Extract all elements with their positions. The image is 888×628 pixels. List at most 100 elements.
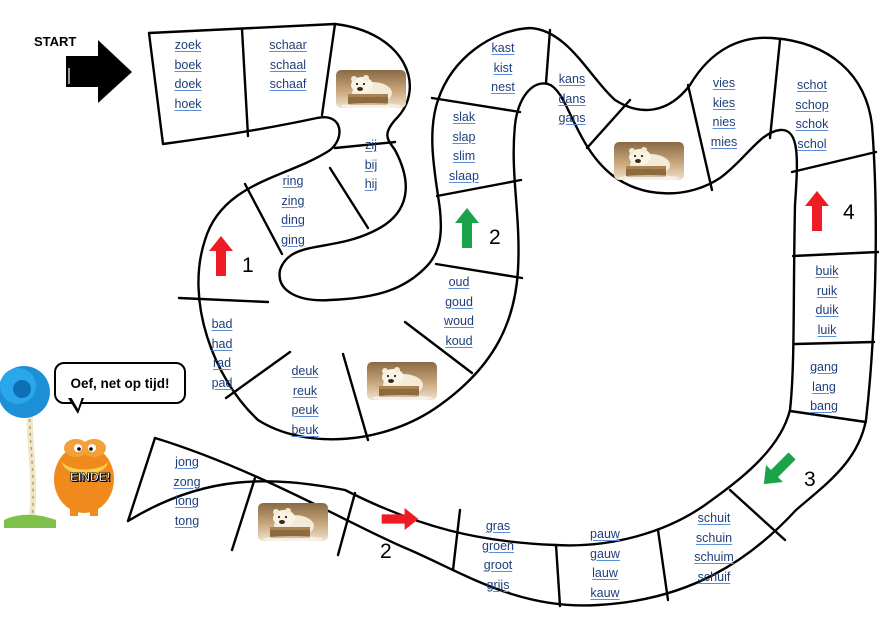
space-divider: [430, 96, 522, 114]
track-outline: [126, 22, 880, 608]
space-divider: [333, 140, 397, 150]
space-divider: [341, 352, 370, 442]
space-vies[interactable]: vies kies nies mies: [706, 74, 742, 152]
space-oud[interactable]: oud goud woud koud: [437, 273, 481, 351]
word: hij: [364, 177, 378, 191]
space-divider: [403, 320, 474, 375]
space-gras[interactable]: gras groen groot grijs: [476, 517, 520, 595]
space-ring[interactable]: ring zing ding ging: [275, 172, 311, 250]
word: luik: [817, 322, 837, 337]
track-inner-edge: [126, 82, 799, 547]
word: schuin: [695, 530, 733, 545]
space-kast[interactable]: kast kist nest: [485, 39, 521, 98]
speech-bubble-tail-inner: [71, 397, 82, 409]
lorax-character: [54, 439, 114, 516]
space-divider: [791, 250, 880, 258]
space-divider: [336, 491, 357, 557]
word: pad: [211, 375, 233, 390]
space-pauw[interactable]: pauw gauw lauw kauw: [584, 525, 626, 603]
word: hoek: [174, 96, 202, 111]
word: kans: [558, 72, 586, 86]
space-deuk[interactable]: deuk reuk peuk beuk: [284, 362, 326, 440]
word: schuit: [697, 511, 731, 525]
word: reuk: [292, 383, 318, 398]
word: bang: [810, 399, 838, 413]
start-label: START: [34, 34, 77, 49]
word: lauw: [592, 566, 618, 580]
space-divider: [793, 340, 876, 346]
word: nies: [712, 115, 736, 129]
word: groen: [482, 538, 514, 553]
word: schop: [795, 97, 829, 112]
space-slak[interactable]: slak slap slim slaap: [442, 108, 486, 186]
word: peuk: [291, 403, 319, 417]
word: tong: [174, 513, 200, 528]
word: deuk: [291, 364, 319, 378]
word: schot: [797, 78, 827, 92]
word: beuk: [291, 422, 319, 437]
red-arrow-up-icon: [805, 191, 829, 231]
word: buik: [815, 264, 839, 278]
space-kans[interactable]: kans dans gans: [554, 70, 590, 129]
word: zoek: [174, 38, 202, 52]
space-jong[interactable]: jong zong long tong: [168, 453, 206, 531]
space-divider: [768, 38, 782, 140]
word: schol: [797, 136, 827, 151]
space-gang[interactable]: gang lang bang: [804, 358, 844, 417]
word: zong: [173, 474, 201, 489]
truffula-tree-icon: [0, 366, 56, 528]
word: ging: [281, 232, 305, 247]
word: kist: [493, 60, 513, 75]
space-divider: [435, 178, 523, 198]
space-bad[interactable]: bad had rad pad: [204, 315, 240, 393]
word: gras: [485, 519, 511, 533]
word: groot: [483, 558, 513, 572]
space-divider: [328, 166, 370, 230]
start-arrow-icon: [66, 40, 132, 103]
green-arrow-down-left-icon: [755, 447, 801, 493]
finish-label: EINDE!: [70, 470, 111, 485]
word: ruik: [816, 283, 838, 298]
move-number: 1: [242, 254, 254, 277]
green-arrow-up-icon: [455, 208, 479, 248]
red-arrow-up-icon: [209, 236, 233, 276]
red-arrow-right-icon: [381, 508, 419, 530]
space-divider: [230, 476, 257, 552]
space-divider: [320, 22, 337, 117]
space-divider: [790, 150, 878, 174]
word: schuif: [697, 569, 731, 584]
word: schuim: [694, 550, 734, 564]
space-divider: [728, 488, 787, 542]
word: lang: [812, 379, 836, 394]
word: dans: [558, 91, 586, 106]
word: koud: [445, 333, 473, 348]
space-divider: [177, 296, 270, 304]
word: schaal: [269, 57, 307, 72]
word: slim: [452, 149, 476, 163]
space-divider: [554, 543, 562, 608]
word: schaaf: [269, 77, 307, 91]
space-divider: [240, 27, 250, 138]
space-schot[interactable]: schot schop schok schol: [790, 76, 834, 154]
word: slaap: [449, 168, 479, 183]
word: goud: [445, 294, 473, 309]
space-schaar[interactable]: schaar schaal schaaf: [262, 36, 314, 95]
move-number: 2: [489, 226, 501, 249]
move-number: 2: [380, 540, 392, 563]
word: gang: [810, 360, 838, 374]
word: woud: [444, 314, 474, 328]
space-schuit[interactable]: schuit schuin schuim schuif: [690, 509, 738, 587]
word: bij: [364, 157, 378, 172]
word: boek: [174, 57, 202, 72]
word: nest: [491, 80, 515, 94]
space-zij[interactable]: zij bij hij: [356, 136, 386, 195]
space-zoek[interactable]: zoek boek doek hoek: [168, 36, 208, 114]
track-end-edge: [126, 436, 157, 523]
word: pauw: [590, 527, 620, 541]
space-divider: [243, 182, 284, 256]
word: kies: [712, 95, 736, 110]
space-buik[interactable]: buik ruik duik luik: [808, 262, 846, 340]
word: long: [175, 494, 199, 508]
word: zij: [365, 138, 377, 152]
